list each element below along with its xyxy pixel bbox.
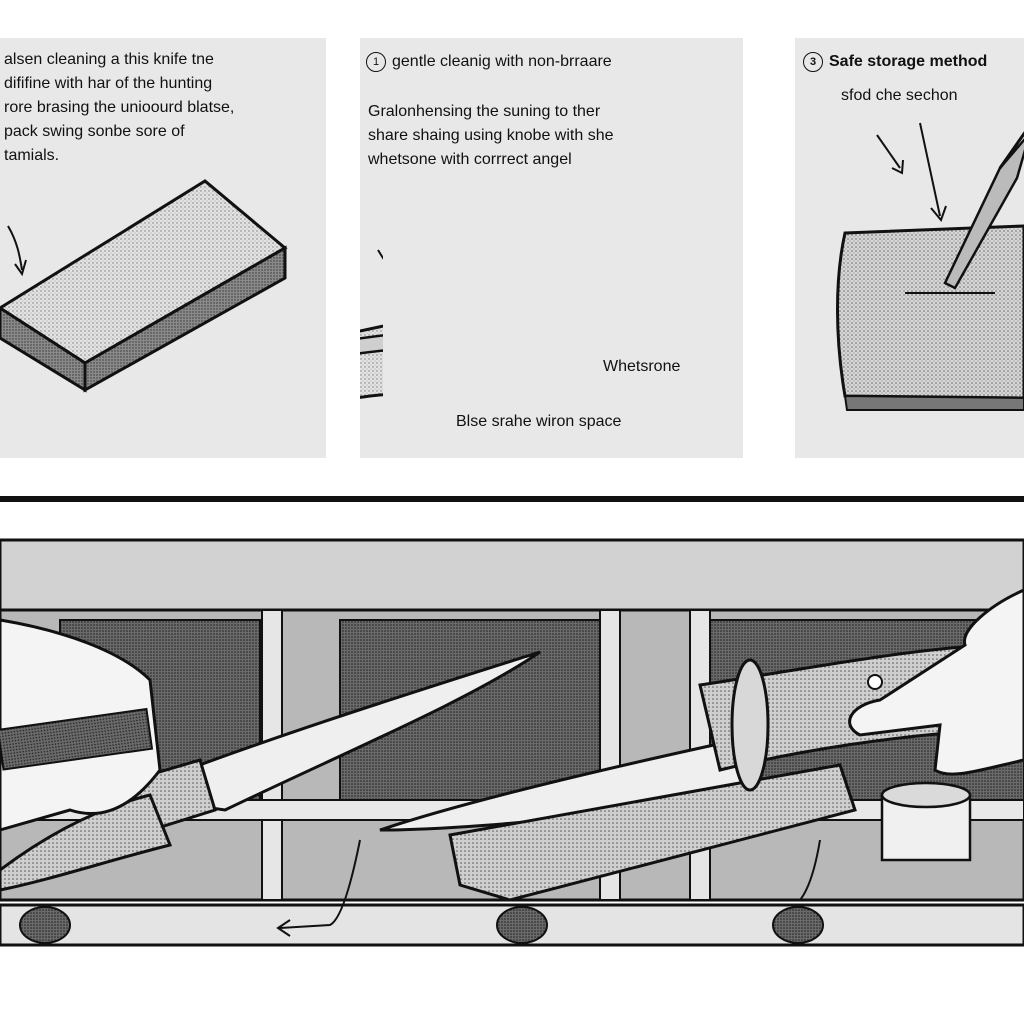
panel-storage: 3 Safe storage method sfod che sechon bbox=[795, 38, 1024, 458]
label-blade-space: Blse srahe wiron space bbox=[456, 413, 622, 430]
heading-text: gentle cleanig with non-brraare bbox=[392, 53, 612, 71]
step-number-badge: 3 bbox=[803, 52, 823, 72]
panel-sharpening: 1 gentle cleanig with non-brraare Gralonh… bbox=[360, 38, 743, 458]
panel-sharpening-text: Gralonhensing the suning to ther share s… bbox=[368, 103, 614, 168]
storage-scene-illustration bbox=[0, 538, 1024, 947]
knife-illustration bbox=[360, 38, 743, 458]
whetstone-illustration bbox=[0, 179, 288, 393]
label-whetstone: Whetsrone bbox=[603, 358, 681, 375]
arrow-icon bbox=[7, 225, 23, 271]
knife-blade bbox=[360, 249, 383, 399]
panel-cleaning-text: alsen cleaning a this knife tne dififine… bbox=[4, 51, 235, 164]
heading-text: Safe storage method bbox=[829, 53, 988, 71]
panel-cleaning: alsen cleaning a this knife tne dififine… bbox=[0, 38, 326, 458]
storage-illustration bbox=[836, 122, 1024, 411]
step-number-badge: 1 bbox=[366, 52, 386, 72]
panel-storage-subheading: sfod che sechon bbox=[841, 87, 958, 104]
section-divider bbox=[0, 496, 1024, 502]
panel-sharpening-heading: 1 gentle cleanig with non-brraare bbox=[366, 52, 612, 72]
panel-storage-heading: 3 Safe storage method bbox=[803, 52, 987, 72]
